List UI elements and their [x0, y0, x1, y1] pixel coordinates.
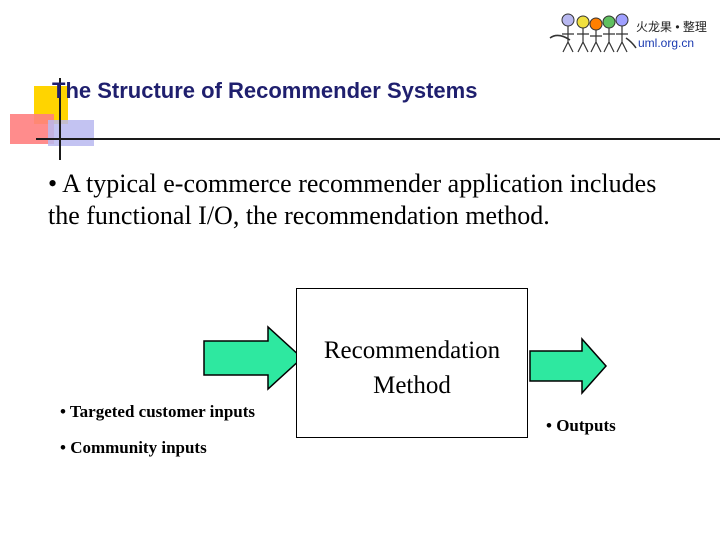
input-label-community: • Community inputs	[60, 438, 207, 457]
title-underline	[36, 138, 720, 140]
bullet-paragraph: • A typical e-commerce recommender appli…	[48, 169, 657, 230]
method-label-line2: Method	[373, 372, 451, 399]
logo-line2: uml.org.cn	[638, 36, 695, 50]
input-arrow-icon	[203, 325, 304, 391]
logo-line1: 火龙果 • 整理	[636, 20, 707, 34]
output-label: • Outputs	[546, 416, 616, 435]
recommendation-method-box	[296, 288, 528, 438]
method-label-line1: Recommendation	[323, 337, 501, 364]
slide-title: The Structure of Recommender Systems	[52, 78, 478, 103]
recommendation-method-label: Recommendation Method	[300, 333, 524, 403]
input-label-targeted: • Targeted customer inputs	[60, 402, 256, 421]
output-arrow-icon	[529, 337, 608, 395]
decor-vertical-line	[59, 78, 61, 160]
logo-figures-icon	[549, 13, 637, 53]
decor-blue-block	[48, 120, 94, 146]
logo: 火龙果 • 整理 uml.org.cn	[548, 8, 716, 56]
